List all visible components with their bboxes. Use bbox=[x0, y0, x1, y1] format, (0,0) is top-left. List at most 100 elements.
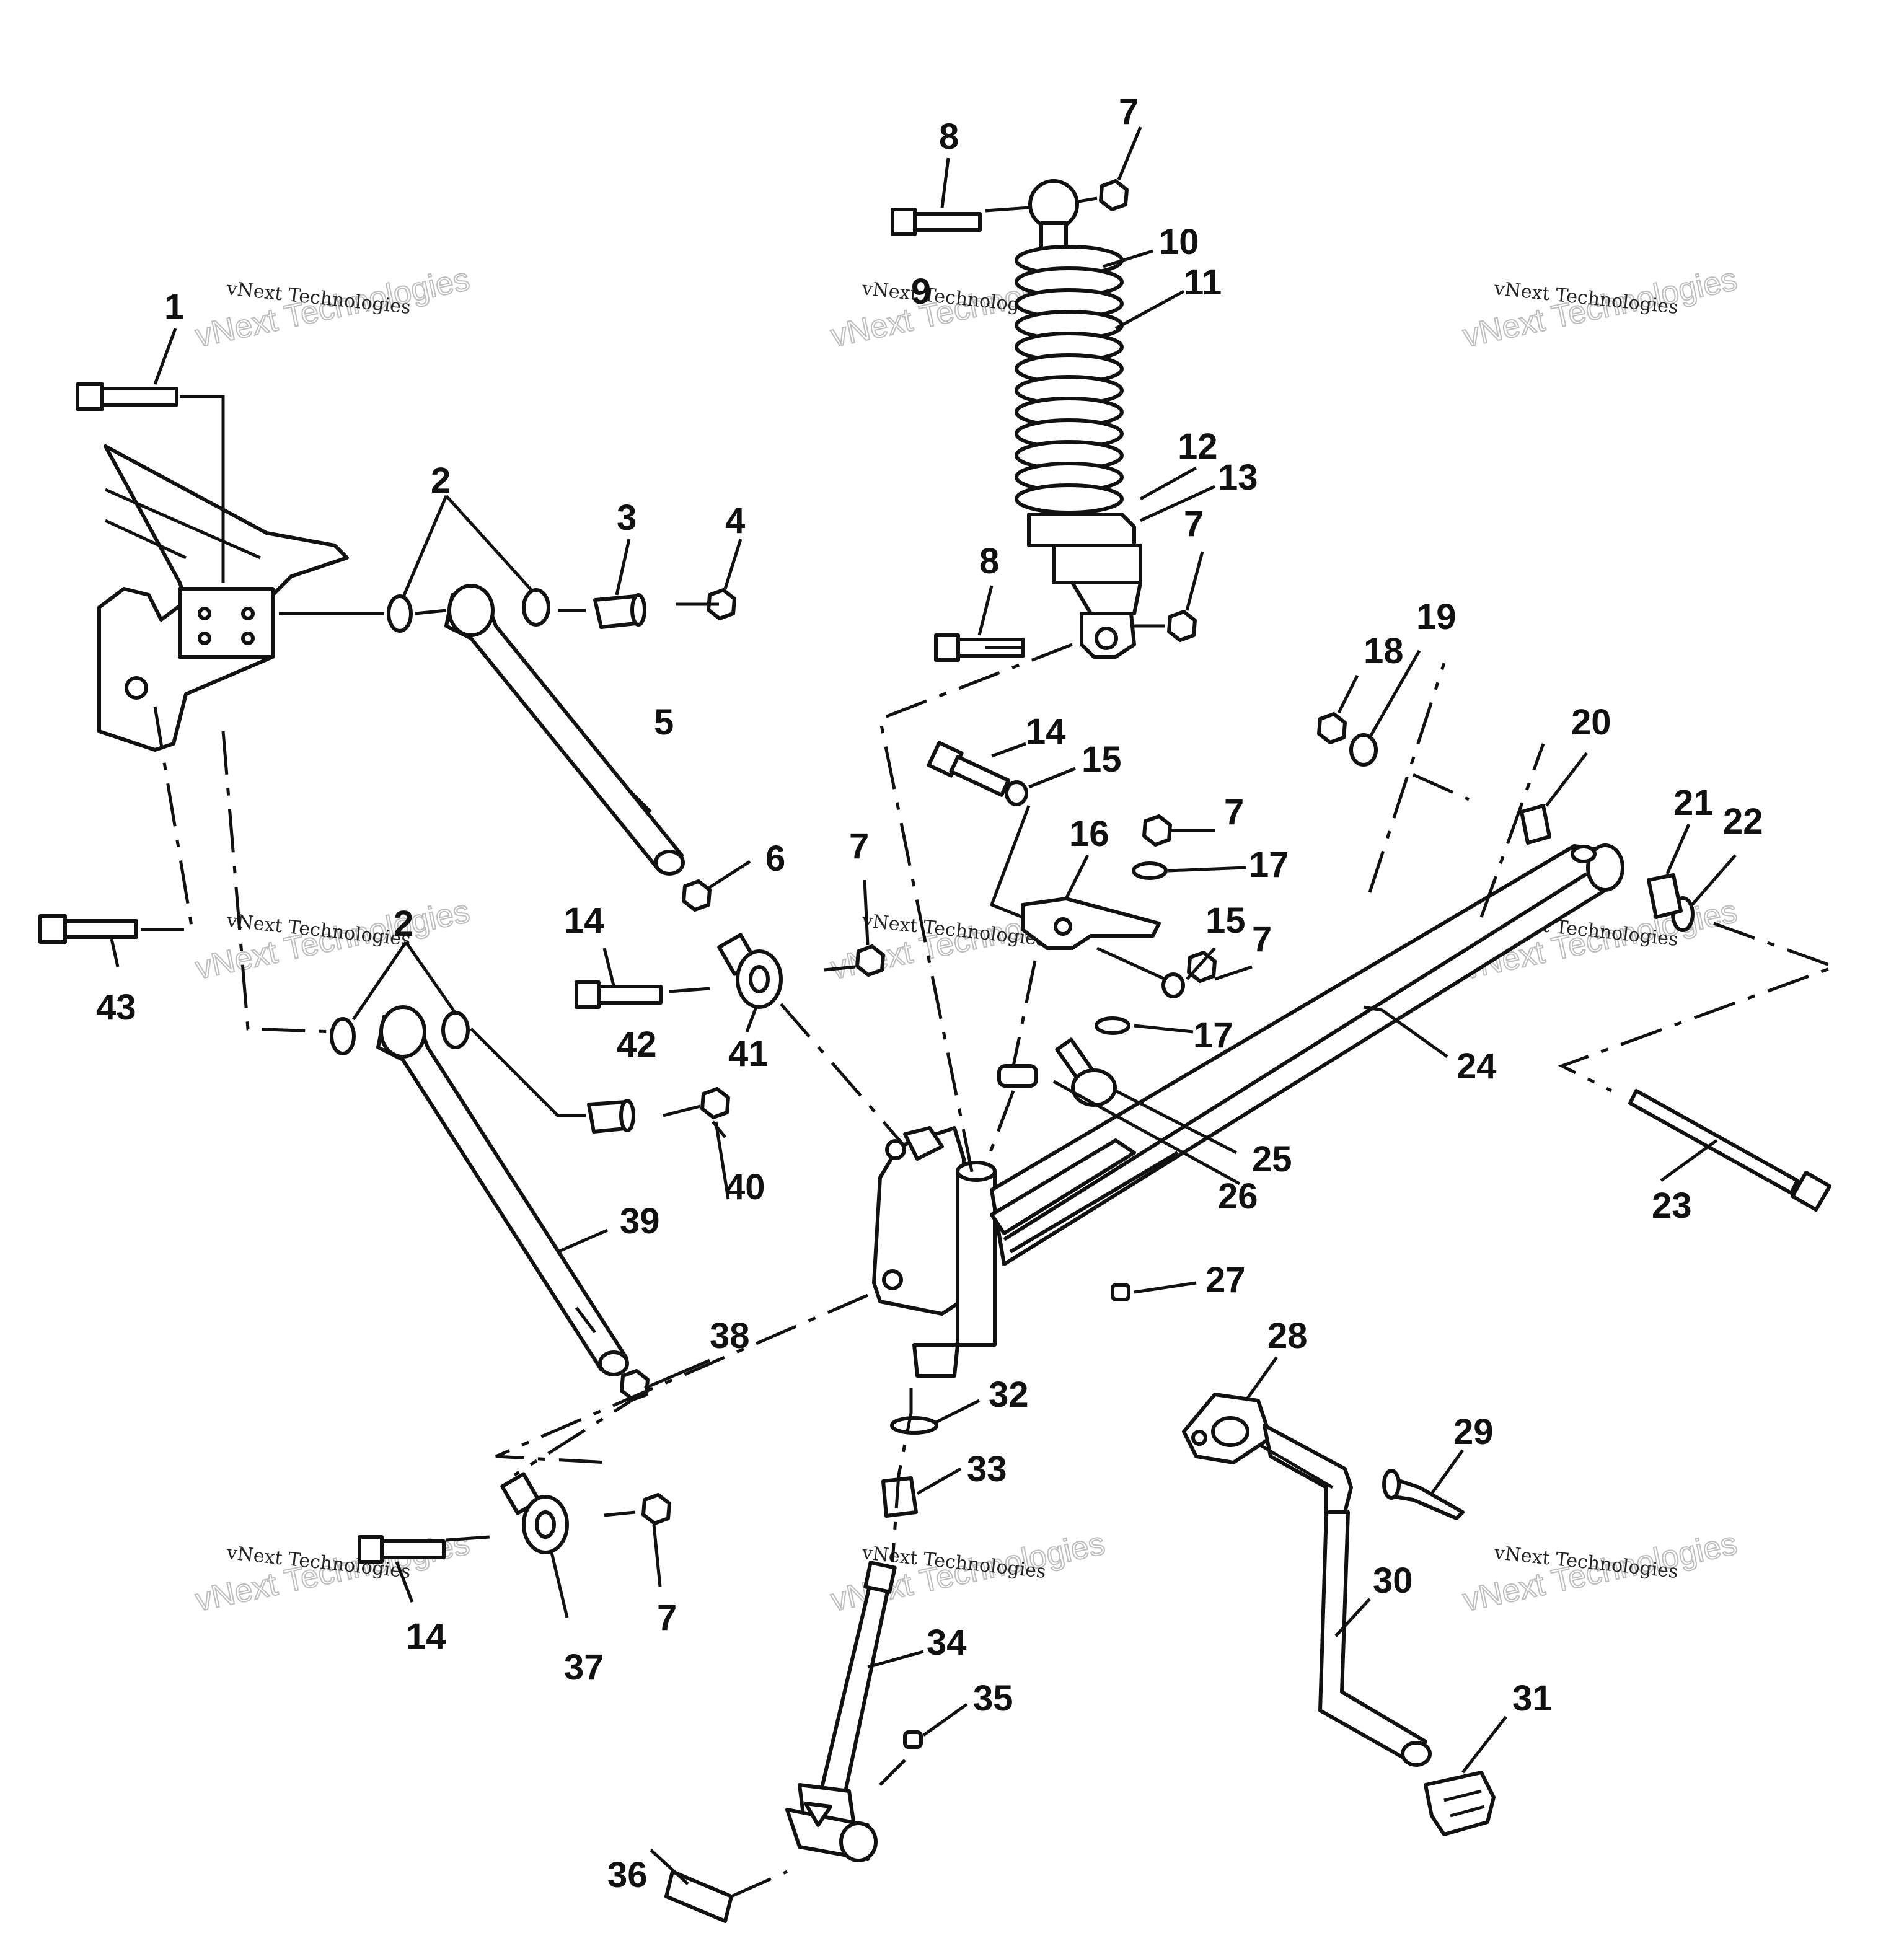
lower-arm-39 bbox=[376, 1005, 629, 1376]
callout-17-b: 17 bbox=[1193, 1015, 1233, 1055]
callout-39: 39 bbox=[620, 1201, 660, 1241]
washers bbox=[330, 588, 1695, 1435]
ring-32 bbox=[890, 1416, 938, 1435]
rod-end-41 bbox=[717, 933, 783, 1009]
bolt-14-upper bbox=[927, 741, 1011, 797]
bolt-14-lower bbox=[358, 1535, 446, 1564]
nut-7-bracket bbox=[1142, 814, 1172, 847]
washer-17-b bbox=[1095, 1016, 1130, 1035]
spindle-shaft-34 bbox=[785, 1561, 897, 1862]
callout-7-b: 7 bbox=[1184, 504, 1204, 544]
callout-35: 35 bbox=[973, 1678, 1013, 1719]
callout-36: 36 bbox=[607, 1855, 648, 1895]
callout-12: 12 bbox=[1178, 426, 1218, 467]
washer-17-a bbox=[1132, 861, 1168, 880]
bushing-2-c bbox=[330, 1017, 356, 1055]
bolt-1 bbox=[76, 382, 178, 411]
callout-25: 25 bbox=[1252, 1139, 1292, 1179]
callout-26: 26 bbox=[1218, 1176, 1258, 1217]
nut-18 bbox=[1317, 712, 1347, 744]
nut-40 bbox=[700, 1087, 730, 1119]
callout-2-upper: 2 bbox=[431, 460, 451, 501]
nut-7-top bbox=[1099, 179, 1129, 211]
upper-arm-5 bbox=[444, 584, 685, 876]
callout-40: 40 bbox=[725, 1167, 765, 1207]
callout-9: 9 bbox=[911, 271, 931, 312]
sleeves bbox=[587, 593, 1683, 1923]
callout-23: 23 bbox=[1652, 1186, 1692, 1226]
callout-7-e: 7 bbox=[849, 826, 869, 866]
callout-27: 27 bbox=[1205, 1260, 1246, 1300]
callout-22: 22 bbox=[1723, 801, 1763, 842]
grease-fitting-35 bbox=[903, 1730, 923, 1749]
bolt-8-upper bbox=[891, 208, 982, 236]
bushing-2-b bbox=[522, 588, 550, 627]
callout-7-d: 7 bbox=[1252, 919, 1272, 959]
callout-28: 28 bbox=[1267, 1316, 1308, 1356]
rod-end-37 bbox=[500, 1472, 569, 1554]
callout-7-f: 7 bbox=[657, 1598, 677, 1638]
steering-handle bbox=[1182, 1393, 1496, 1836]
callout-2-lower: 2 bbox=[394, 904, 413, 944]
callout-42: 42 bbox=[617, 1024, 657, 1065]
callout-13: 13 bbox=[1218, 457, 1258, 498]
callout-20: 20 bbox=[1571, 702, 1611, 742]
sleeve-36 bbox=[664, 1870, 733, 1923]
callout-14-b: 14 bbox=[564, 900, 604, 941]
callout-5: 5 bbox=[654, 702, 674, 742]
frame-bracket bbox=[97, 444, 349, 752]
bushing-26 bbox=[997, 1064, 1038, 1088]
callout-7-c: 7 bbox=[1224, 792, 1244, 832]
shock-absorber bbox=[1015, 179, 1142, 659]
nut-4 bbox=[707, 588, 736, 620]
callout-32: 32 bbox=[989, 1375, 1029, 1415]
callout-1: 1 bbox=[164, 287, 184, 327]
callout-17-a: 17 bbox=[1249, 845, 1289, 885]
callout-3: 3 bbox=[617, 498, 637, 538]
assembly-lines bbox=[136, 196, 1840, 1898]
nut-7-mid bbox=[855, 944, 885, 977]
trailing-arm-24 bbox=[990, 843, 1624, 1266]
callout-30: 30 bbox=[1373, 1561, 1413, 1601]
bushing-2-a bbox=[387, 594, 413, 633]
callout-24: 24 bbox=[1457, 1046, 1497, 1086]
bushing-21 bbox=[1647, 873, 1683, 919]
callout-31: 31 bbox=[1512, 1678, 1553, 1719]
callout-11: 11 bbox=[1184, 262, 1222, 302]
callout-7-a: 7 bbox=[1119, 92, 1139, 132]
callout-21: 21 bbox=[1673, 783, 1714, 823]
nut-6 bbox=[682, 879, 712, 912]
nut-7-bottom bbox=[641, 1493, 671, 1525]
callout-14-a: 14 bbox=[1026, 711, 1066, 752]
callout-14-c: 14 bbox=[406, 1616, 446, 1657]
callout-34: 34 bbox=[927, 1622, 967, 1663]
callout-41: 41 bbox=[728, 1034, 769, 1074]
spindle-housing bbox=[872, 1126, 997, 1378]
callout-10: 10 bbox=[1159, 222, 1199, 262]
steering-bracket-16 bbox=[1021, 897, 1161, 950]
callout-4: 4 bbox=[725, 501, 745, 541]
bushing-33 bbox=[881, 1476, 918, 1518]
callout-29: 29 bbox=[1453, 1412, 1494, 1452]
leader-lines bbox=[110, 126, 1737, 1885]
bushing-20 bbox=[1520, 804, 1551, 845]
grease-fitting-27 bbox=[1111, 1283, 1130, 1301]
callout-19: 19 bbox=[1416, 597, 1457, 637]
callout-15-a: 15 bbox=[1082, 739, 1122, 780]
callout-8-b: 8 bbox=[979, 541, 999, 581]
washer-19 bbox=[1349, 733, 1378, 767]
nut-7-shock bbox=[1167, 610, 1197, 642]
callout-37: 37 bbox=[564, 1647, 604, 1688]
bushing-2-d bbox=[441, 1011, 470, 1049]
callouts: 1 2 2 3 4 5 6 7 7 7 7 7 7 8 8 9 10 11 12… bbox=[96, 92, 1763, 1895]
bolt-14-middle bbox=[575, 980, 663, 1009]
callout-16: 16 bbox=[1069, 814, 1109, 854]
callout-8-a: 8 bbox=[939, 117, 959, 157]
callout-38: 38 bbox=[710, 1316, 750, 1356]
callout-6: 6 bbox=[765, 839, 785, 879]
tie-rod-end-25 bbox=[1055, 1037, 1117, 1107]
nut-7-right bbox=[1187, 951, 1217, 983]
washer-15-b bbox=[1161, 972, 1185, 998]
washer-15-a bbox=[1005, 780, 1028, 806]
